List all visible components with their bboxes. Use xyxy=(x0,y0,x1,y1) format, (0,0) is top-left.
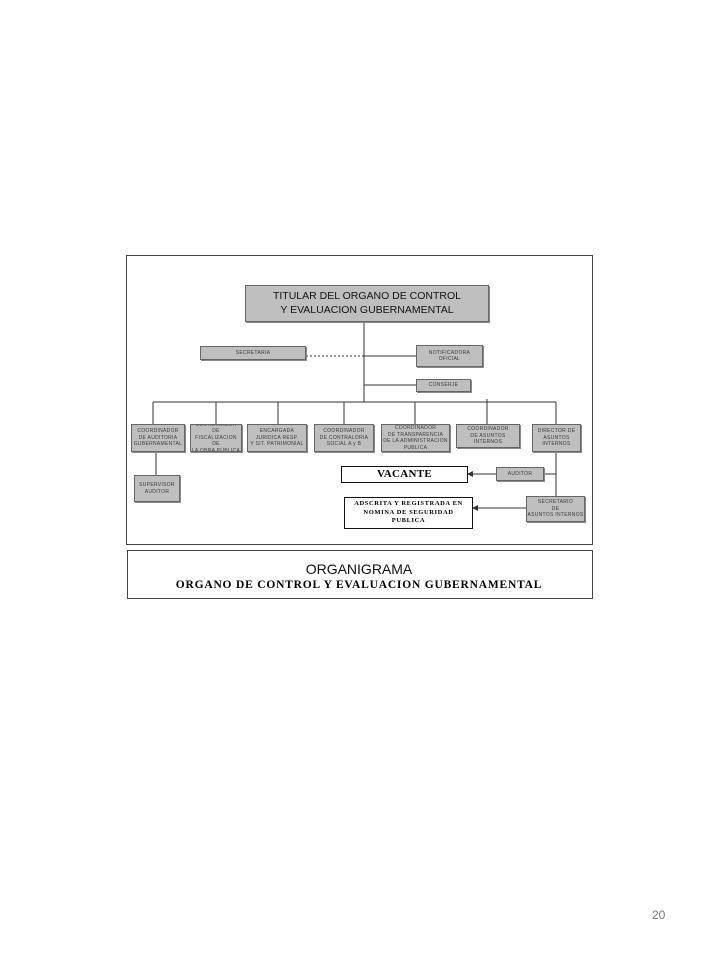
conserje-box: CONSERJE xyxy=(416,379,471,392)
coordinator-box-contraloria: COORDINADOR DE CONTRALORIA SOCIAL A y B xyxy=(314,424,374,452)
director-box-asuntos-internos: DIRECTOR DE ASUNTOS INTERNOS xyxy=(532,424,581,452)
coordinator-box-auditoria: COORDINADOR DE AUDITORIA GUBERNAMENTAL xyxy=(131,424,185,452)
secretaria-box: SECRETARIA xyxy=(200,346,306,360)
supervisor-box: SUPERVISOR AUDITOR xyxy=(134,475,180,502)
coordinator-box-transparencia: COORDINADOR DE TRANSPARENCIA DE LA ADMIN… xyxy=(381,424,450,452)
coordinator-box-juridica: ENCARGADA JURIDICA RESP. Y SIT. PATRIMON… xyxy=(247,424,307,452)
head-box: TITULAR DEL ORGANO DE CONTROL Y EVALUACI… xyxy=(245,285,489,322)
coordinator-box-obra-publica: COORDINADOR DE FISCALIZACION DE LA OBRA … xyxy=(190,424,242,452)
caption-subtitle: ORGANO DE CONTROL Y EVALUACION GUBERNAME… xyxy=(175,579,543,591)
adscrita-box: ADSCRITA Y REGISTRADA EN NOMINA DE SEGUR… xyxy=(344,497,473,529)
caption-frame xyxy=(127,550,593,599)
coordinator-box-asuntos-internos: COORDINADOR DE ASUNTOS INTERNOS xyxy=(456,424,520,448)
notificadora-box: NOTIFICADORA OFICIAL xyxy=(416,345,483,367)
caption-title: ORGANIGRAMA xyxy=(305,561,413,577)
secretario-box: SECRETARIO DE ASUNTOS INTERNOS xyxy=(526,496,585,522)
vacante-box: VACANTE xyxy=(341,466,468,483)
auditor-box: AUDITOR xyxy=(496,467,544,481)
page-number: 20 xyxy=(652,908,666,922)
